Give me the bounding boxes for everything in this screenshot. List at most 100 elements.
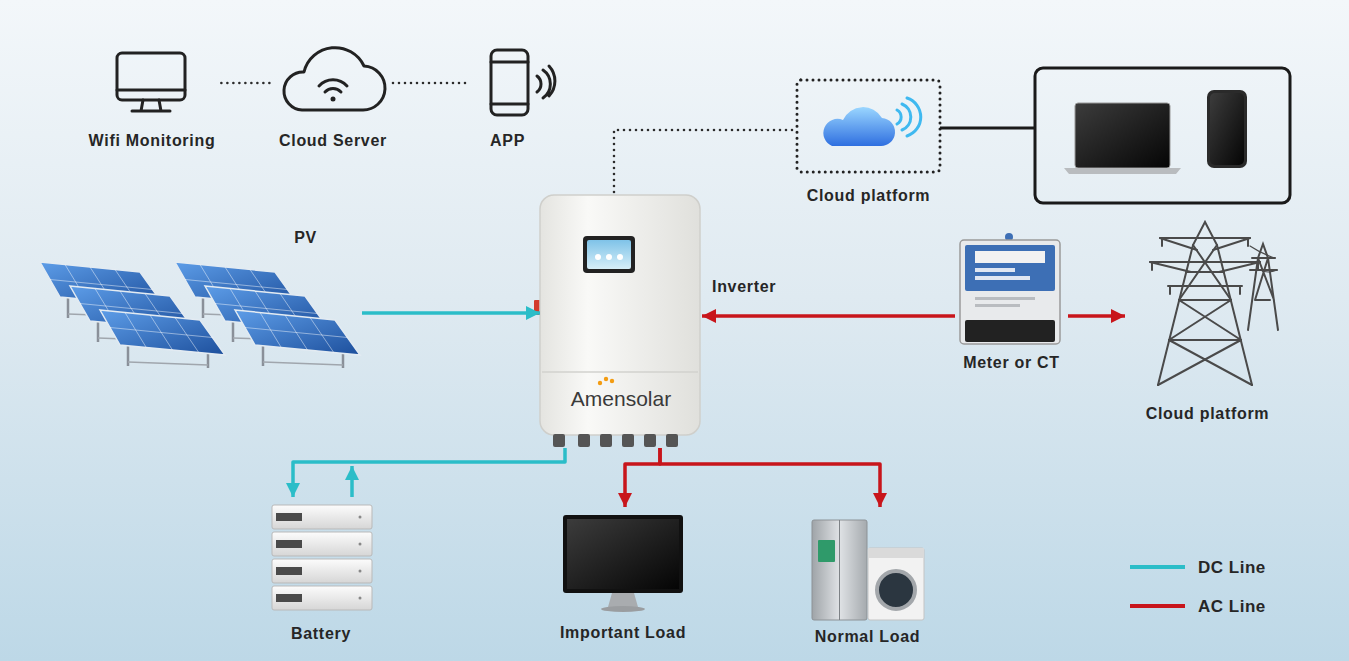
connector-line: [221, 82, 273, 85]
connector-layer: [221, 83, 1125, 507]
inverter-body: [644, 434, 656, 447]
devices-box: [1035, 68, 1290, 203]
monitor-load: [608, 593, 638, 607]
appliances: [839, 520, 840, 620]
important-load: Important Load: [553, 507, 693, 642]
appliances: [877, 571, 915, 609]
power-tower: Cloud platform: [1125, 218, 1290, 423]
connector-line: [660, 448, 880, 507]
inverter-body: [604, 377, 608, 381]
battery-stack: [272, 505, 372, 610]
monitor-load: [601, 606, 645, 612]
connector: [221, 83, 273, 84]
inverter-body: [610, 379, 614, 383]
battery-stack: [359, 543, 362, 546]
cloud-server-icon: [284, 48, 385, 110]
cloud-platform-frame: [897, 98, 921, 136]
connector-line: [293, 448, 565, 497]
pv-array: [40, 262, 360, 368]
monitor-icon: [117, 53, 185, 100]
connector-line: [614, 130, 797, 192]
edge-label: Inverter: [712, 277, 776, 296]
cloud-platform-frame: [823, 107, 895, 146]
meter: [975, 251, 1045, 263]
phone-icon: [491, 50, 555, 115]
inverter-body: [622, 434, 634, 447]
cloud-platform-frame: [797, 80, 1035, 172]
legend-swatch: [1130, 604, 1185, 608]
devices-box: [1207, 90, 1247, 168]
legend: DC Line AC Line: [1130, 556, 1266, 634]
connector-line: [625, 448, 660, 507]
battery-stack: [276, 594, 302, 602]
cloud-platform: Cloud platform: [797, 80, 940, 205]
connector: [702, 316, 955, 317]
inverter-body: [553, 434, 678, 447]
cloud-server-icon: [284, 48, 385, 110]
connector-line: [393, 82, 470, 85]
monitor-icon: [117, 89, 185, 92]
inverter-body: [666, 434, 678, 447]
connector: [1068, 316, 1125, 317]
devices-box: [1064, 168, 1181, 174]
connector-line: [362, 311, 540, 315]
power-tower: [1150, 238, 1260, 272]
legend-label: DC Line: [1198, 558, 1266, 577]
phone-icon: [537, 66, 555, 98]
connector-line: [702, 314, 955, 318]
battery-stack: [359, 570, 362, 573]
cloud-platform-frame: [940, 127, 1035, 130]
appliances: [812, 520, 867, 620]
inverter-body: [540, 195, 700, 435]
battery-stack: [272, 559, 372, 583]
monitor-icon: Wifi Monitoring: [83, 48, 222, 150]
connector: [614, 130, 797, 192]
connector: [393, 83, 470, 84]
legend-row: DC Line: [1130, 556, 1266, 578]
power-tower: [1158, 222, 1252, 385]
battery-stack: [276, 540, 302, 548]
cloud-platform-frame: [797, 80, 940, 172]
power-tower: [1169, 272, 1241, 340]
appliances: [868, 548, 924, 558]
normal-load: Normal Load: [800, 507, 935, 646]
battery-stack: [272, 532, 372, 556]
power-tower: [1248, 244, 1278, 330]
devices-box: [1075, 103, 1170, 168]
monitor-icon: [117, 53, 185, 111]
inverter-body: [617, 254, 623, 260]
battery-stack: [272, 505, 372, 529]
node-label: Cloud Server: [279, 131, 387, 150]
monitor-load: [563, 515, 683, 612]
node-label: Meter or CT: [963, 353, 1060, 372]
connector: [362, 313, 540, 314]
meter: [960, 240, 1060, 344]
app-phone: APP: [470, 45, 545, 150]
inverter-body: [600, 434, 612, 447]
phone-icon: [491, 103, 528, 106]
connector-line: [350, 466, 354, 497]
meter: [975, 304, 1020, 307]
appliances: [812, 520, 924, 620]
appliances: [868, 548, 924, 620]
pv-array: [235, 310, 360, 368]
meter: [960, 233, 1060, 344]
battery-stack: [359, 597, 362, 600]
edge-label-box: Inverter: [712, 277, 776, 296]
inverter-body: [542, 371, 698, 373]
connector-line: [1068, 314, 1125, 318]
node-label: Cloud platform: [807, 186, 931, 205]
appliances: [818, 540, 835, 562]
node-label: Important Load: [560, 623, 686, 642]
monitor-icon: [132, 100, 170, 111]
node-label: Cloud platform: [1146, 404, 1270, 423]
meter: [975, 268, 1015, 272]
power-tower: [1158, 245, 1252, 385]
legend-row: AC Line: [1130, 595, 1266, 617]
inverter-body: [553, 434, 565, 447]
meter: [975, 276, 1030, 280]
inverter-body: [606, 254, 612, 260]
battery-stack: [272, 586, 372, 610]
